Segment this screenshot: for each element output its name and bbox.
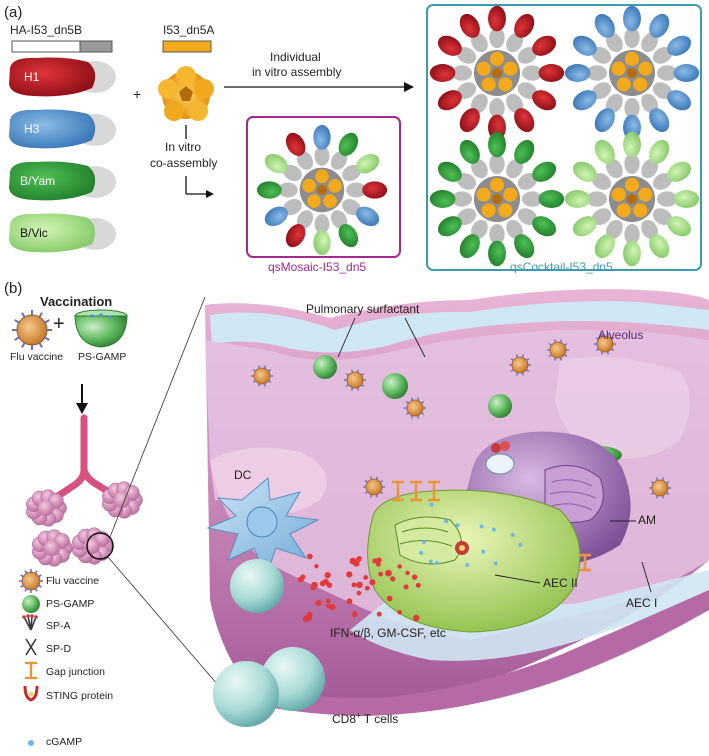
- construct-b-label: HA-I53_dn5B: [10, 23, 83, 37]
- legend-sp-d: SP-D: [46, 643, 72, 655]
- cd8-t-cells-label: CD8+ T cells: [332, 711, 399, 726]
- nanoparticle-h3: [564, 5, 700, 141]
- legend-ps-gamp: PS-GAMP: [46, 598, 95, 610]
- cytokines-label: IFN-α/β, GM-CSF, etc: [330, 626, 446, 640]
- legend-cgamp: cGAMP: [46, 736, 83, 748]
- legend-gap-junction-icon: [25, 661, 37, 680]
- dc-cell: [206, 476, 320, 578]
- nanoparticle-bvic: [564, 131, 700, 267]
- ps-gamp-label: PS-GAMP: [78, 351, 127, 363]
- legend-sp-a: SP-A: [46, 620, 71, 632]
- legend-ps-gamp-icon: [22, 595, 40, 613]
- legend-sp-a-icon: [22, 614, 38, 631]
- aec2-label: AEC II: [543, 576, 578, 590]
- coassembly-line2: co-assembly: [150, 156, 218, 170]
- legend-gap-junction: Gap junction: [46, 666, 105, 678]
- dc-label: DC: [234, 468, 252, 482]
- down-arrow: [76, 384, 88, 414]
- flu-vaccine-icon: [12, 310, 52, 350]
- ha-label-h1: H1: [24, 70, 40, 84]
- ha-trimer-byam: [9, 161, 116, 201]
- ha-trimer-h1: [9, 57, 116, 97]
- cocktail-caption: qsCocktail-I53_dn5: [510, 260, 613, 274]
- flu-vaccine-particles: [251, 333, 671, 499]
- arrow-individual-assembly: [224, 82, 414, 92]
- legend-cgamp-icon: [28, 740, 34, 746]
- panel-b-label: (b): [4, 280, 23, 297]
- mosaic-frame: [246, 116, 401, 258]
- vaccination-title: Vaccination: [40, 294, 113, 309]
- individual-assembly-line2: in vitro assembly: [252, 65, 342, 79]
- construct-a-label: I53_dn5A: [163, 23, 215, 37]
- nanoparticle-h1: [429, 5, 565, 141]
- construct-bar-b: [11, 40, 113, 53]
- ps-gamp-bowl-icon: [74, 309, 128, 348]
- alveolus-label: Alveolus: [598, 328, 644, 342]
- plus-sign-a: +: [133, 86, 142, 102]
- ha-trimer-bvic: [9, 213, 116, 253]
- gap-junctions: [392, 480, 591, 572]
- legend-sting-protein: STING protein: [46, 690, 114, 702]
- legend-flu-vaccine-icon: [19, 569, 43, 593]
- coassembly-line1: In vitro: [165, 140, 202, 154]
- pulmonary-surfactant-label: Pulmonary surfactant: [306, 302, 420, 316]
- nanoparticle-byam: [429, 131, 565, 267]
- mosaic-caption: qsMosaic-I53_dn5: [268, 260, 367, 274]
- panel-a-label: (a): [4, 4, 23, 21]
- flu-vaccine-label: Flu vaccine: [10, 351, 64, 363]
- ha-trimer-h3: [9, 109, 116, 149]
- ha-label-byam: B/Yam: [20, 174, 56, 188]
- legend-flu-vaccine: Flu vaccine: [46, 575, 100, 587]
- aec2-cell: [367, 441, 581, 633]
- cytokine-dots: [297, 502, 523, 623]
- label-pointer-lines: [494, 520, 652, 593]
- legend-sting-icon: [23, 685, 39, 702]
- legend-sp-d-icon: [25, 638, 37, 656]
- surfactant-pointer-lines: [337, 317, 426, 358]
- am-label: AM: [638, 513, 656, 527]
- construct-bar-a: [162, 40, 212, 53]
- arrow-co-assembly: [185, 125, 214, 198]
- lung-airway-illustration: [26, 296, 249, 721]
- legend-icons: [19, 569, 43, 746]
- zoom-circle: [86, 532, 114, 560]
- cd8-t-cells: [213, 559, 325, 727]
- aec1-label: AEC I: [626, 596, 658, 610]
- i53-dn5a-pentamer: [158, 66, 214, 121]
- ha-label-h3: H3: [24, 122, 40, 136]
- ha-label-bvic: B/Vic: [20, 226, 48, 240]
- nanoparticle-group: [256, 5, 700, 267]
- plus-sign-b: +: [53, 313, 65, 335]
- individual-assembly-line1: Individual: [270, 50, 321, 64]
- cocktail-frame: [426, 4, 702, 271]
- nanoparticle-mosaic: [256, 124, 388, 256]
